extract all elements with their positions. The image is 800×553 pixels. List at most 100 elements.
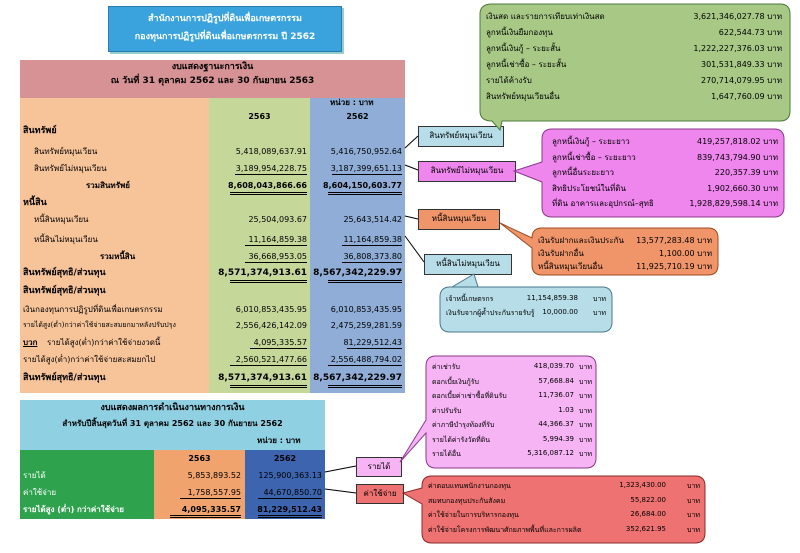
- detail-label: ค่าใช้จ่ายโครงการพัฒนาศักยภาพพื้นที่และก…: [428, 525, 582, 534]
- detail-value: 1,100.00 บาท: [658, 249, 712, 258]
- detail-row: รายได้ค้างรับ 270,714,079.95 บาท: [486, 74, 784, 90]
- noncurrent-liab-underline-1: [245, 245, 307, 246]
- detail-label: ลูกหนี้เงินยืมกองทุน: [486, 28, 553, 37]
- header-line1: สำนักงานการปฏิรูปที่ดินเพื่อเกษตรกรรม: [148, 14, 302, 24]
- total-liab-underline-2: [342, 262, 402, 263]
- ops-revenue-label: รายได้: [23, 471, 46, 480]
- header-line2: กองทุนการปฏิรูปที่ดินเพื่อเกษตรกรรม ปี 2…: [134, 32, 316, 42]
- ops-expense-underline-2: [258, 498, 322, 499]
- detail-label: ลูกหนี้เงินกู้ – ระยะสั้น: [486, 44, 561, 53]
- detail-value: 5,994.39: [542, 434, 574, 443]
- detail-unit: บาท: [579, 377, 592, 386]
- detail-label: สิทธิประโยชน์ในที่ดิน: [552, 183, 626, 193]
- detail-value: 3,621,346,027.78 บาท: [693, 12, 782, 21]
- net-assets-2562: 8,567,342,229.97: [313, 268, 402, 278]
- detail-value: 1,222,227,376.03 บาท: [693, 44, 782, 53]
- callout-orange: [499, 222, 719, 276]
- period-surplus-underline-1: [250, 348, 307, 349]
- detail-label: ค่าเช่ารับ: [432, 363, 460, 371]
- callout-pink: [399, 355, 597, 469]
- detail-row: ค่าใช้จ่ายโครงการพัฒนาศักยภาพพื้นที่และก…: [428, 525, 700, 540]
- total-liab-label: รวมหนี้สิน: [100, 252, 136, 261]
- noncurrent-assets-label: สินทรัพย์ไม่หมุนเวียน: [34, 164, 107, 173]
- detail-label: เงินรับฝากและเงินประกัน: [538, 236, 624, 245]
- period-surplus-label: รายได้สูง(ต่ำ)กว่าค่าใช้จ่ายงวดนี้: [47, 338, 161, 347]
- detail-label: ดอกเบี้ยค่าเช่าซื้อที่ดินรับ: [432, 392, 507, 400]
- detail-value: 419,257,818.02 บาท: [696, 137, 778, 146]
- detail-unit: บาท: [579, 363, 592, 371]
- balance-sheet: งบแสดงฐานะการเงิน ณ วันที่ 31 ตุลาคม 256…: [20, 60, 405, 393]
- detail-row: เงินสด และรายการเทียบเท่าเงินสด 3,621,346…: [486, 10, 784, 26]
- detail-unit: บาท: [593, 309, 606, 317]
- ops-revenue-2562: 125,900,363.13: [258, 471, 322, 480]
- total-liab-2563: 36,668,953.05: [248, 252, 307, 261]
- detail-row: ที่ดิน อาคารและอุปกรณ์–สุทธิ 1,928,829,59…: [552, 197, 780, 213]
- detail-value: 1,647,760.09 บาท: [711, 92, 782, 101]
- detail-unit: บาท: [593, 295, 606, 303]
- detail-value: 301,531,849.33 บาท: [700, 60, 782, 69]
- detail-value: 11,925,710.19 บาท: [636, 262, 712, 271]
- detail-value: 5,316,087.12: [527, 449, 574, 457]
- detail-label: เงินรับจากผู้ค้ำประกันรายรับรู้: [446, 309, 535, 317]
- detail-value: 352,621.95: [625, 524, 666, 533]
- ops-surplus-label: รายได้สูง (ต่ำ) กว่าค่าใช้จ่าย: [23, 505, 124, 514]
- detail-value: 44,366.37: [538, 420, 574, 428]
- detail-value: 270,714,079.95 บาท: [700, 76, 782, 85]
- detail-label: ค่าปรับรับ: [432, 406, 462, 415]
- ops-title-band: [20, 400, 325, 450]
- callout-magenta: [512, 128, 785, 218]
- balance-unit: หน่วย : บาท: [330, 98, 374, 107]
- detail-label: ที่ดิน อาคารและอุปกรณ์–สุทธิ: [552, 199, 654, 208]
- period-surplus-2562: 81,229,512.43: [343, 338, 402, 347]
- liabilities-heading: หนี้สิน: [23, 198, 47, 208]
- noncurrent-liab-2563: 11,164,859.38: [248, 235, 307, 244]
- detail-value: 1,928,829,598.14 บาท: [689, 199, 778, 208]
- current-liab-2562: 25,643,514.42: [343, 215, 402, 224]
- callout-lightblue: [439, 273, 613, 333]
- detail-label: ค่าภาษีบำรุงท้องที่รับ: [432, 421, 495, 429]
- detail-label: เงินสด และรายการเทียบเท่าเงินสด: [486, 12, 605, 21]
- detail-value: 13,577,283.48 บาท: [636, 236, 712, 245]
- carried-surplus-2562: 2,556,488,794.02: [330, 355, 402, 364]
- detail-unit: บาท: [687, 511, 700, 519]
- detail-label: รายได้ค้างรับ: [486, 76, 532, 85]
- detail-current-liab: เงินรับฝากและเงินประกัน 13,577,283.48 บาท…: [538, 234, 716, 274]
- detail-label: ลูกหนี้อื่นระยะยาว: [552, 168, 615, 177]
- net-assets-dbl-2: [328, 280, 402, 283]
- detail-label: ค่าใช้จ่ายในการบริหารกองทุน: [428, 511, 519, 519]
- detail-value: 11,154,859.38: [526, 294, 578, 302]
- plus-label: บวก: [23, 338, 38, 347]
- current-liab-label: หนี้สินหมุนเวียน: [34, 215, 89, 224]
- fund-capital-2563: 6,010,853,435.95: [235, 305, 307, 314]
- ops-subtitle: สำหรับปีสิ้นสุดวันที่ 31 ตุลาคม 2562 และ…: [62, 419, 283, 428]
- net-total-2563: 8,571,374,913.61: [218, 373, 307, 383]
- ops-surplus-dbl-2: [258, 515, 322, 518]
- net-total-dbl-2: [328, 385, 402, 388]
- noncurrent-assets-underline-1: [235, 174, 307, 175]
- detail-label: ดอกเบี้ยเงินกู้รับ: [432, 377, 479, 386]
- detail-label: สมทบกองทุนประกันสังคม: [428, 496, 506, 505]
- detail-label: เงินรับฝากอื่น: [538, 249, 584, 258]
- total-assets-label: รวมสินทรัพย์: [86, 181, 130, 190]
- detail-row: เงินรับฝากอื่น 1,100.00 บาท: [538, 247, 714, 260]
- label-revenue: รายได้: [356, 457, 402, 477]
- net-total-label: สินทรัพย์สุทธิ/ส่วนทุน: [23, 373, 106, 383]
- total-liab-2562: 36,808,373.80: [343, 252, 402, 261]
- detail-value: 1,323,430.00: [619, 481, 666, 489]
- ops-col2-header: 2562: [273, 454, 297, 463]
- assets-heading: สินทรัพย์: [23, 126, 57, 136]
- detail-unit: บาท: [579, 406, 592, 415]
- balance-col1-header: 2563: [248, 112, 271, 121]
